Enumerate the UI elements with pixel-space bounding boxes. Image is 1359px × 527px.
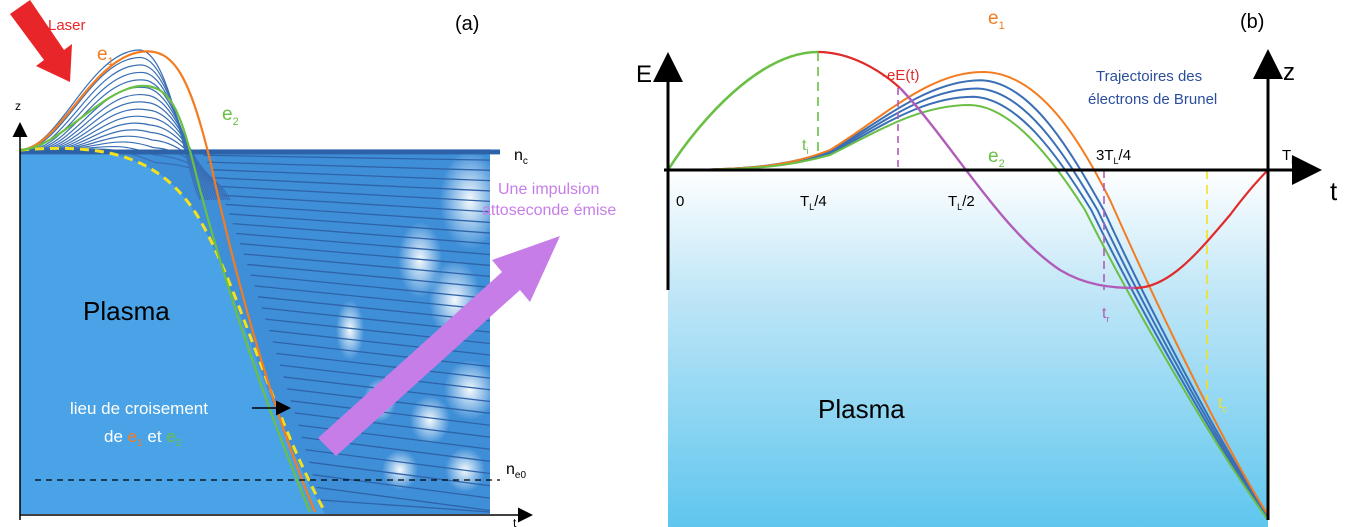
- panel-a-e1-label: e1: [97, 44, 114, 68]
- panel-a-plasma-label: Plasma: [83, 296, 170, 326]
- panel-b-z-label: z: [1283, 59, 1295, 86]
- bump-trajectory-line: [64, 148, 231, 201]
- tick-three-quarter-label: 3TL/4: [1096, 147, 1131, 166]
- fan-trajectory-line: [239, 243, 490, 267]
- pulse-arrow-icon: [318, 236, 560, 456]
- panel-b-field-tail: [1134, 169, 1269, 290]
- panel-b-field-peak: [817, 50, 901, 89]
- fan-trajectory-line: [312, 474, 490, 499]
- panel-a-e1-trajectory: [19, 50, 317, 513]
- panel-b-e2-trajectory: [667, 103, 1269, 521]
- fan-trajectory-line: [269, 329, 490, 356]
- fan-trajectory-line: [250, 274, 490, 300]
- fan-trajectory-line: [319, 499, 490, 513]
- panel-a-plasma-body: [20, 149, 325, 514]
- fan-trajectory-line: [218, 185, 490, 203]
- ti-label: ti: [802, 137, 808, 156]
- panel-b-t-label: t: [1330, 176, 1338, 206]
- panel-a-t-label: t: [513, 516, 517, 527]
- panel-a-plasma-boundary: [19, 146, 327, 513]
- field-label: -eE(t): [882, 67, 920, 84]
- panel-b-e1-trajectory: [667, 70, 1269, 516]
- fringe-highlight: [336, 300, 364, 360]
- fan-trajectory-line: [247, 263, 490, 289]
- fan-trajectory-line: [276, 352, 490, 379]
- crossing-label-line2: de e1 et e2: [104, 427, 182, 449]
- panel-b-field-rising: [666, 50, 819, 171]
- fan-trajectory-line: [210, 169, 490, 182]
- panel-a-plasma-region: [20, 149, 490, 514]
- fan-trajectory-line: [207, 161, 490, 171]
- panel-b-E-label: E: [636, 61, 652, 88]
- nc-label: nc: [514, 147, 528, 167]
- panel-b-e2-label: e2: [988, 146, 1005, 170]
- fan-trajectory-line: [203, 154, 490, 161]
- laser-arrow-icon: [10, 0, 72, 82]
- panel-b: (b) E z t 0 TL/4 TL/2 3TL/4 TL -eE(t) e1…: [636, 8, 1338, 527]
- fan-trajectory-line: [229, 213, 490, 234]
- fan-trajectory-line: [254, 285, 490, 311]
- tc-label: tc: [1218, 395, 1227, 414]
- fan-trajectory-line: [225, 203, 490, 224]
- pulse-label-line1: Une impulsion: [498, 181, 599, 198]
- bump-trajectory-line: [34, 86, 211, 201]
- fan-trajectory-line: [232, 222, 490, 245]
- fan-trajectory-line: [214, 177, 490, 192]
- tick-full-label: TL: [1282, 147, 1296, 166]
- fan-trajectory-line: [279, 364, 490, 391]
- fan-trajectory-line: [316, 486, 490, 512]
- tick-quarter-label: TL/4: [800, 193, 827, 212]
- fan-trajectory-line: [221, 194, 490, 213]
- panel-a-z-label: z: [15, 99, 21, 113]
- fan-trajectory-line: [294, 412, 490, 438]
- fringe-highlight: [444, 360, 490, 420]
- panel-a-e2-label: e2: [222, 104, 239, 128]
- origin-label: 0: [676, 193, 684, 210]
- fringe-highlight: [398, 222, 442, 298]
- laser-label: Laser: [48, 17, 86, 34]
- panel-a-trajectory-fan: [200, 149, 490, 513]
- fan-trajectory-line: [258, 296, 490, 322]
- panel-b-e1-label: e1: [988, 8, 1005, 32]
- trajectories-label-line1: Trajectoires des: [1096, 68, 1202, 85]
- fan-trajectory-line: [290, 400, 490, 426]
- fan-trajectory-line: [236, 232, 490, 256]
- pulse-label-line2: attoseconde émise: [482, 202, 616, 219]
- fan-trajectory-line: [309, 461, 490, 487]
- panel-a-label: (a): [455, 13, 479, 35]
- crossing-label-line1: lieu de croisement: [70, 399, 208, 418]
- panel-a: (a) Laser e1 e2 z t nc ne0 Plasma Une im…: [10, 0, 616, 527]
- tr-label: tr: [1102, 305, 1109, 324]
- fan-trajectory-line: [272, 341, 490, 368]
- trajectories-label-line2: électrons de Brunel: [1088, 91, 1217, 108]
- panel-b-plasma-label: Plasma: [818, 394, 905, 424]
- fan-trajectory-line: [243, 253, 490, 278]
- panel-a-e2-trajectory: [19, 84, 312, 513]
- panel-b-field-accelerating: [899, 87, 1136, 290]
- tick-half-label: TL/2: [948, 193, 975, 212]
- ne0-label: ne0: [506, 461, 526, 481]
- fringe-highlight: [410, 396, 450, 444]
- panel-b-label: (b): [1240, 11, 1264, 33]
